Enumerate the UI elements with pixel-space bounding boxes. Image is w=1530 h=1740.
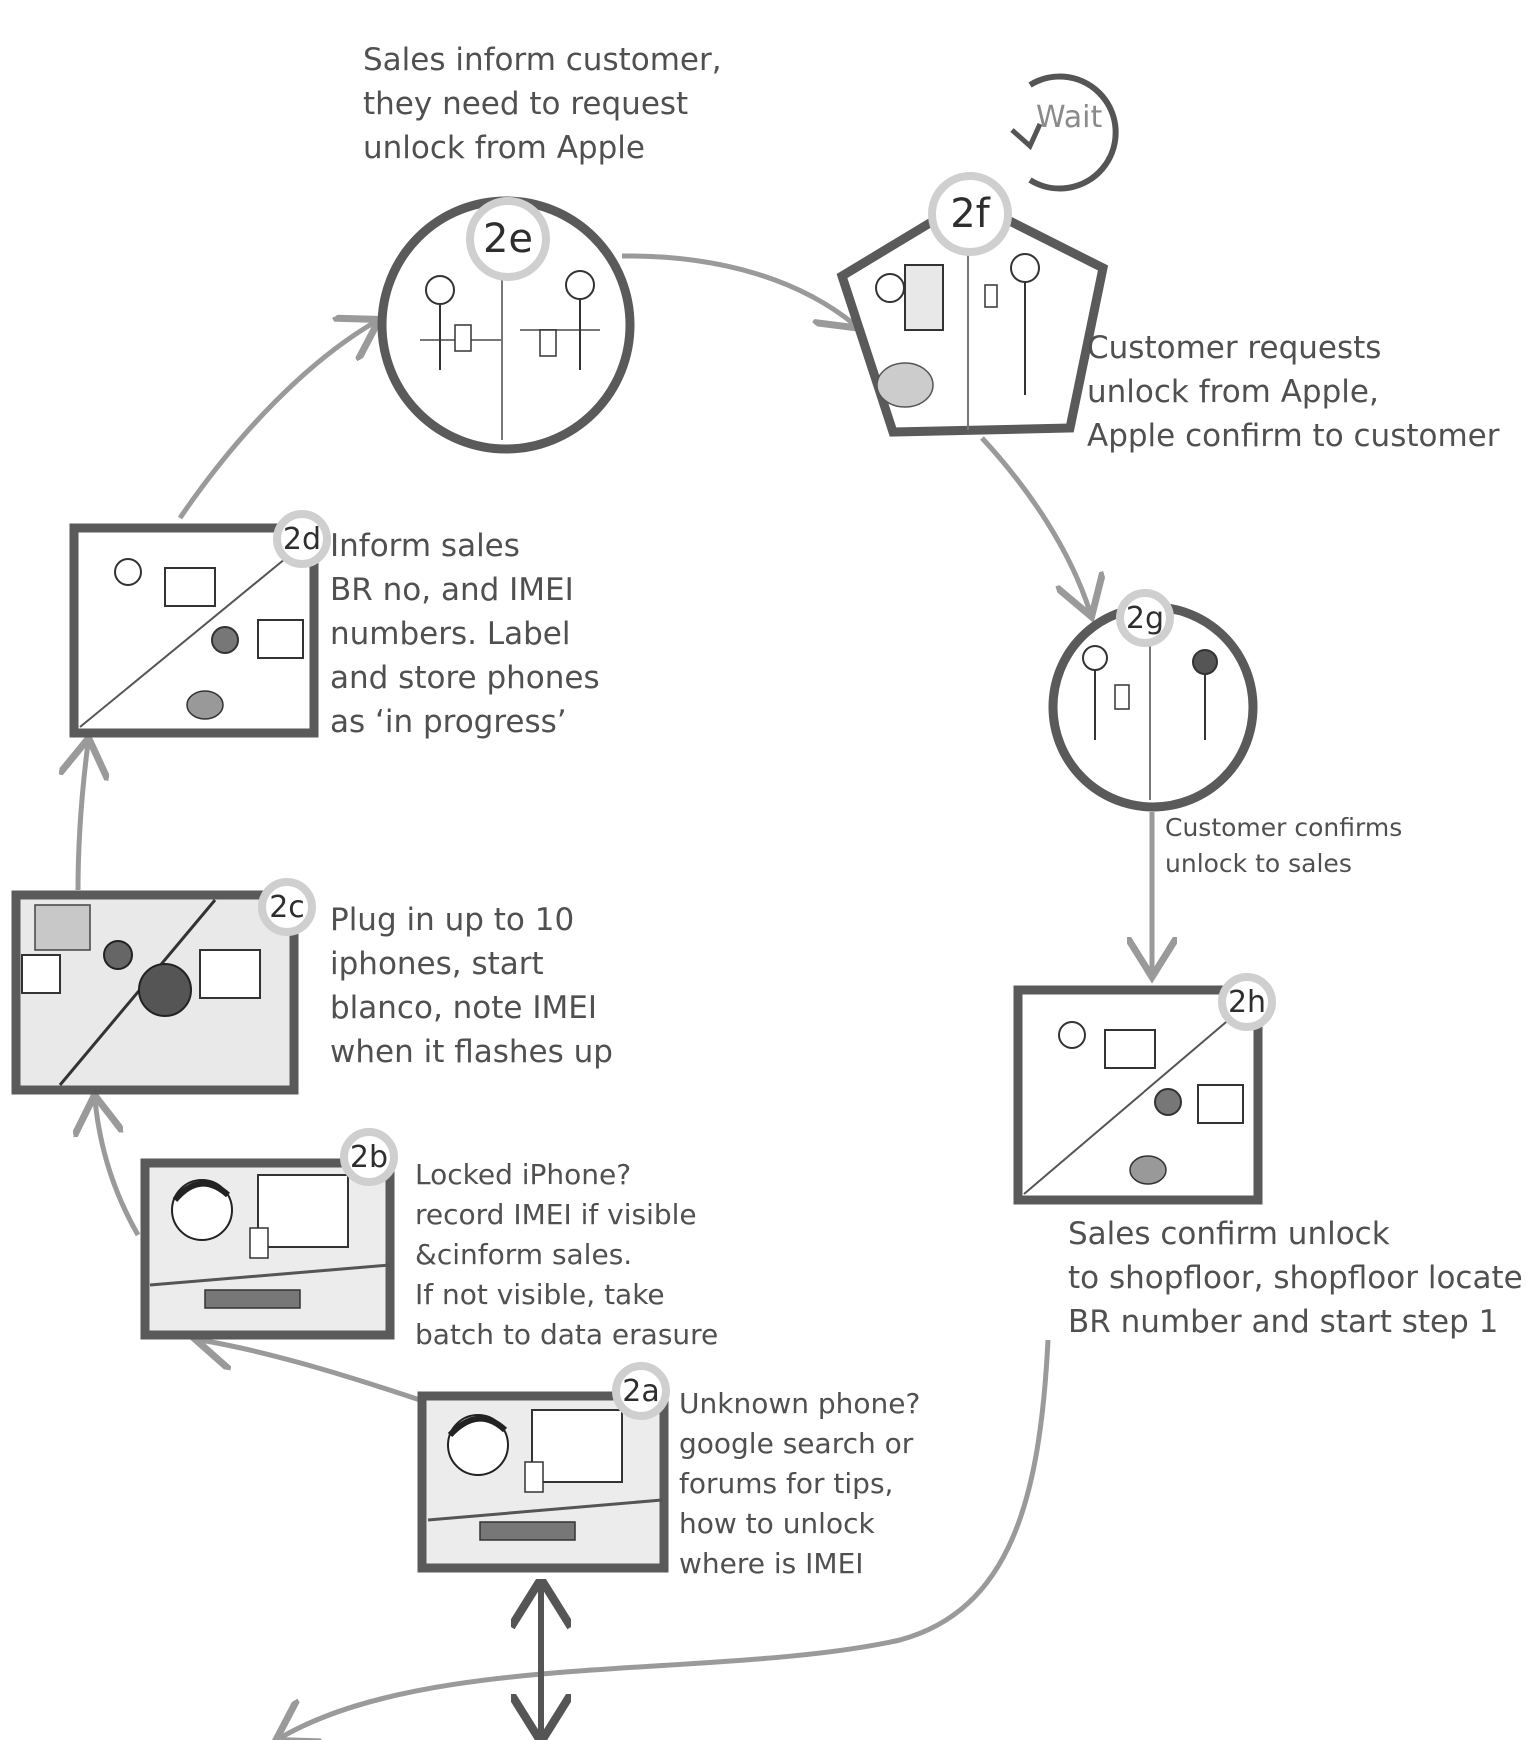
step-2f-line: Apple confirm to customer xyxy=(1087,418,1500,454)
step-2b-text: Locked iPhone? record IMEI if visible &c… xyxy=(415,1155,718,1355)
step-2c-line: blanco, note IMEI xyxy=(330,990,597,1026)
wait-label: Wait xyxy=(1036,100,1103,135)
step-2f-line: unlock from Apple, xyxy=(1087,374,1379,410)
step-2d-text: Inform sales BR no, and IMEI numbers. La… xyxy=(330,524,600,744)
step-2h-badge: 2h xyxy=(1218,973,1276,1031)
step-2d-line: and store phones xyxy=(330,660,600,696)
step-2g-line: Customer confirms xyxy=(1165,813,1403,842)
step-2a-text: Unknown phone? google search or forums f… xyxy=(679,1384,920,1584)
step-2b-line: record IMEI if visible xyxy=(415,1198,697,1231)
step-2a-line: where is IMEI xyxy=(679,1547,864,1580)
wait-loop-icon xyxy=(1010,73,1119,192)
step-2g-illustration xyxy=(1048,602,1258,812)
step-2e-badge: 2e xyxy=(466,197,550,281)
step-2g-badge: 2g xyxy=(1116,589,1174,647)
step-2c-line: iphones, start xyxy=(330,946,544,982)
arrow-2d-to-2e xyxy=(177,322,375,520)
step-2h-text: Sales confirm unlock to shopfloor, shopf… xyxy=(1068,1212,1523,1344)
step-2b-line: batch to data erasure xyxy=(415,1318,719,1351)
step-2a-line: google search or xyxy=(679,1427,914,1460)
step-2g-text: Customer confirms unlock to sales xyxy=(1165,810,1402,882)
step-2a-illustration xyxy=(417,1391,669,1573)
step-2a-badge: 2a xyxy=(612,1362,670,1420)
arrow-2b-to-2c xyxy=(95,1100,141,1237)
step-2b-illustration xyxy=(140,1158,395,1340)
step-2a-line: how to unlock xyxy=(679,1507,875,1540)
step-2c-line: Plug in up to 10 xyxy=(330,902,575,938)
step-2f-text: Customer requests unlock from Apple, App… xyxy=(1087,326,1500,458)
step-2e-line: unlock from Apple xyxy=(363,130,645,166)
step-2a-line: Unknown phone? xyxy=(679,1387,921,1420)
step-2c-text: Plug in up to 10 iphones, start blanco, … xyxy=(330,898,613,1074)
arrow-2e-to-2f xyxy=(621,253,855,325)
step-2d-badge: 2d xyxy=(273,510,331,568)
step-2c-illustration xyxy=(11,890,299,1095)
arrow-2f-to-2g xyxy=(980,436,1090,612)
step-2h-illustration xyxy=(1013,985,1263,1205)
step-2e-line: they need to request xyxy=(363,86,689,122)
step-2d-line: Inform sales xyxy=(330,528,520,564)
step-2c-badge: 2c xyxy=(258,878,316,936)
arrow-2h-loop-out xyxy=(280,1339,1051,1740)
step-2f-line: Customer requests xyxy=(1087,330,1382,366)
step-2g-line: unlock to sales xyxy=(1165,849,1352,878)
step-2b-line: Locked iPhone? xyxy=(415,1158,632,1191)
step-2a-line: forums for tips, xyxy=(679,1467,894,1500)
arrow-2a-to-2b xyxy=(200,1340,421,1403)
step-2h-line: Sales confirm unlock xyxy=(1068,1216,1390,1252)
step-2d-illustration xyxy=(69,523,319,738)
step-2b-line: If not visible, take xyxy=(415,1278,665,1311)
step-2e-text: Sales inform customer, they need to requ… xyxy=(363,38,722,170)
arrow-2c-to-2d xyxy=(78,743,88,891)
step-2f-badge: 2f xyxy=(928,172,1012,256)
step-2h-line: to shopfloor, shopfloor locate xyxy=(1068,1260,1523,1296)
step-2b-line: &cinform sales. xyxy=(415,1238,633,1271)
step-2h-line: BR number and start step 1 xyxy=(1068,1304,1499,1340)
step-2d-line: as ‘in progress’ xyxy=(330,704,567,740)
step-2d-line: BR no, and IMEI xyxy=(330,572,574,608)
step-2f-illustration xyxy=(836,194,1109,437)
step-2d-line: numbers. Label xyxy=(330,616,571,652)
step-2c-line: when it flashes up xyxy=(330,1034,613,1070)
step-2b-badge: 2b xyxy=(340,1128,398,1186)
step-2e-line: Sales inform customer, xyxy=(363,42,722,78)
